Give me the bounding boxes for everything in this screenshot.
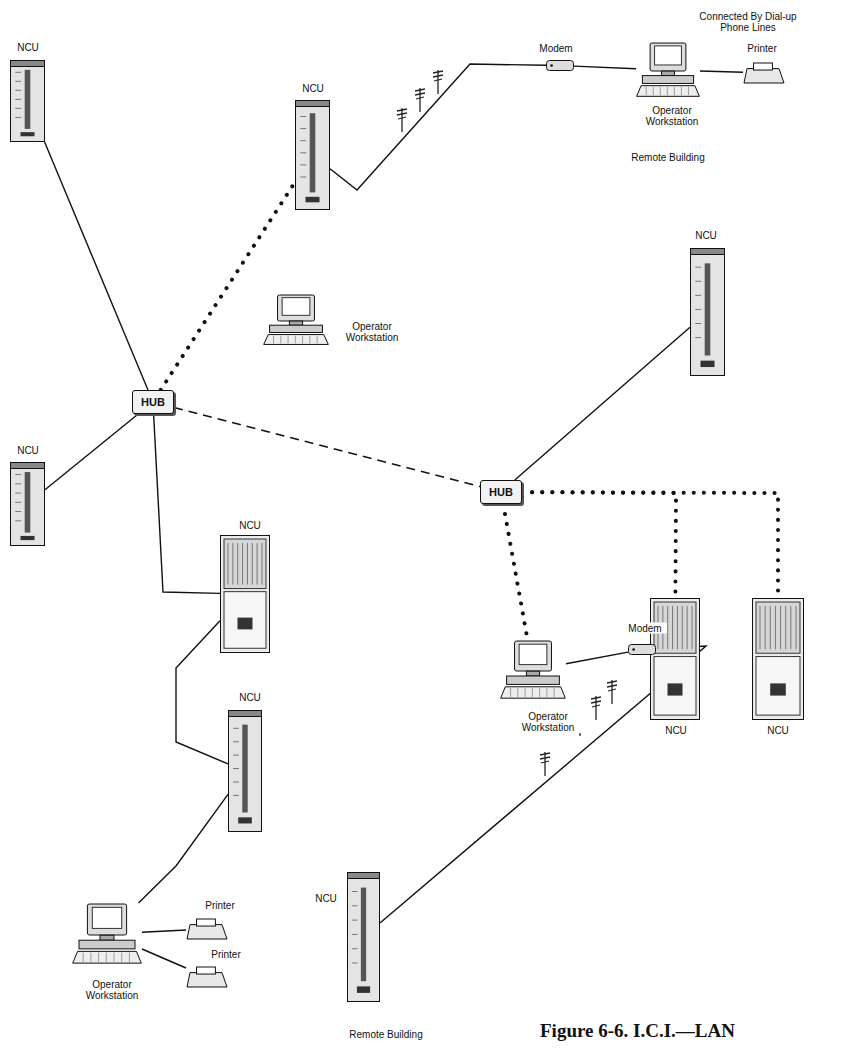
phone-pole: [415, 88, 425, 112]
device-label: NCU: [689, 230, 723, 241]
hub-box: HUB: [480, 480, 522, 504]
ncu-cabinet: NCU: [752, 598, 804, 720]
device-label: NCU: [11, 42, 45, 53]
device-label: NCU: [233, 520, 267, 531]
ncu-cabinet: NCU: [347, 872, 380, 1002]
printer-icon: [186, 918, 228, 940]
ncu-cabinet: NCU: [10, 60, 45, 142]
dotted-link: [522, 492, 676, 598]
ncu-cabinet: NCU: [295, 100, 330, 210]
device-label: Printer: [738, 43, 786, 54]
device-label: Operator Workstation: [635, 105, 709, 127]
ncu-cabinet: NCU: [10, 462, 45, 546]
network-link: [154, 414, 220, 593]
device-label: Operator Workstation: [75, 979, 149, 1001]
ncu-icon: [10, 60, 45, 142]
device-label: Modem: [623, 623, 667, 634]
device-label: Operator Workstation: [335, 321, 409, 343]
network-link: [45, 414, 138, 490]
printer: Printer: [186, 966, 228, 988]
network-link: [515, 327, 690, 480]
ncu-icon: [228, 710, 262, 832]
modem-icon: [546, 60, 574, 71]
network-link: [139, 794, 229, 903]
ws-icon: [500, 640, 566, 700]
ncu-icon: [690, 248, 725, 376]
network-link: [45, 142, 148, 390]
ncu-cabinet: NCU: [228, 710, 262, 832]
note-label: Remote Building: [616, 152, 720, 163]
device-label: Printer: [196, 900, 244, 911]
printer: Printer: [743, 62, 785, 84]
hub-label: HUB: [481, 481, 521, 503]
network-link: [142, 930, 186, 932]
ncu-cabinet: NCU: [220, 535, 270, 653]
workstation: Operator Workstation: [636, 42, 700, 98]
phone-pole: [540, 752, 550, 776]
printer-icon: [186, 966, 228, 988]
network-link: [380, 646, 706, 923]
cab-icon: [220, 535, 270, 653]
hub-box: HUB: [132, 390, 174, 414]
phone-pole: [397, 108, 407, 132]
ncu-cabinet: NCU: [690, 248, 725, 376]
printer-icon: [743, 62, 785, 84]
hub-label: HUB: [133, 391, 173, 413]
dotted-link: [522, 492, 778, 598]
network-link: [574, 66, 636, 69]
dotted-link: [503, 504, 527, 640]
phone-pole: [591, 696, 601, 720]
dashed-link: [174, 407, 480, 486]
cab-icon: [752, 598, 804, 720]
modem-icon: [628, 644, 656, 655]
network-link: [330, 64, 546, 190]
device-label: NCU: [11, 445, 45, 456]
device-label: Modem: [534, 43, 578, 54]
device-label: NCU: [659, 725, 693, 736]
cab-icon: [650, 598, 700, 720]
device-label: NCU: [309, 893, 343, 904]
note-label: Connected By Dial-up Phone Lines: [686, 11, 810, 33]
workstation: Operator Workstation: [500, 640, 566, 700]
note-label: Remote Building: [334, 1029, 438, 1040]
workstation: Operator Workstation: [263, 294, 329, 346]
ws-icon: [263, 294, 329, 346]
ncu-icon: [295, 100, 330, 210]
ws-icon: [72, 903, 142, 965]
phone-pole: [433, 70, 443, 94]
device-label: NCU: [233, 692, 267, 703]
device-label: Printer: [202, 949, 250, 960]
network-link: [700, 71, 743, 72]
dotted-link: [161, 182, 295, 390]
phone-pole: [607, 680, 617, 704]
network-link: [142, 949, 186, 968]
device-label: NCU: [296, 83, 330, 94]
ncu-cabinet: NCU: [650, 598, 700, 720]
figure-caption: Figure 6-6. I.C.I.—LAN: [540, 1020, 735, 1042]
ncu-icon: [347, 872, 380, 1002]
device-label: Operator Workstation: [511, 711, 585, 733]
network-link: [566, 652, 628, 664]
modem: Modem: [546, 60, 574, 71]
ncu-icon: [10, 462, 45, 546]
device-label: NCU: [761, 725, 795, 736]
modem: Modem: [628, 644, 656, 655]
workstation: Operator Workstation: [72, 903, 142, 965]
ws-icon: [636, 42, 700, 98]
printer: Printer: [186, 918, 228, 940]
